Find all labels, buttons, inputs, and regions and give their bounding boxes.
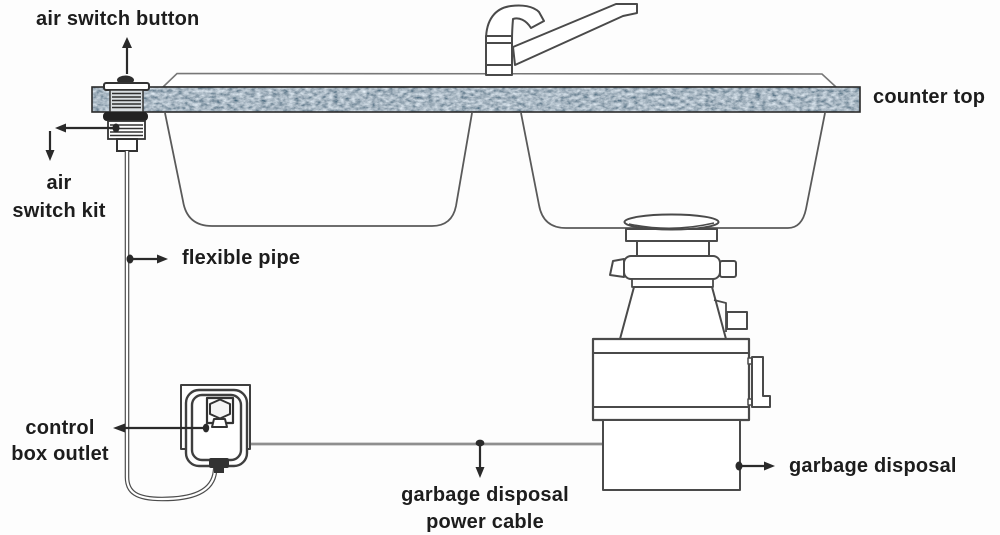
disposal-mount-tab-left xyxy=(609,258,625,278)
air-switch-top-plate xyxy=(103,82,150,91)
disposal-dishwasher-inlet xyxy=(726,311,748,330)
sink-bowl-right xyxy=(520,112,826,229)
label-control-box-line2: box outlet xyxy=(11,443,109,465)
control-box xyxy=(180,384,251,473)
disposal-sink-flange xyxy=(625,228,718,242)
arrow-garbage-disposal xyxy=(735,461,775,471)
label-power-cable-line1: garbage disposal xyxy=(401,484,569,506)
arrow-air-switch-button xyxy=(122,37,132,74)
air-switch-assembly xyxy=(103,75,150,152)
sink-bowl-left xyxy=(164,112,473,227)
counter-granite-texture xyxy=(92,87,860,112)
garbage-disposal-unit xyxy=(591,213,771,491)
air-switch-through-body xyxy=(109,89,144,113)
arrow-air-switch-kit xyxy=(45,123,120,161)
disposal-flange-rim xyxy=(623,213,720,231)
faucet-handle xyxy=(512,3,638,66)
sink xyxy=(164,112,826,229)
disposal-side-bracket xyxy=(751,356,771,408)
air-switch-hose-nipple xyxy=(116,138,138,152)
label-control-box-outlet: control box outlet xyxy=(0,415,120,467)
flexible-pipe xyxy=(124,151,219,502)
label-counter-top: counter top xyxy=(873,86,986,108)
arrow-power-cable xyxy=(475,439,485,478)
label-air-switch-kit: air switch kit xyxy=(0,169,118,225)
faucet xyxy=(485,3,638,76)
label-garbage-disposal: garbage disposal xyxy=(789,455,957,477)
disposal-lower-housing xyxy=(602,419,741,491)
faucet-base xyxy=(485,35,513,76)
disposal-mount-ring xyxy=(623,255,721,280)
label-flexible-pipe: flexible pipe xyxy=(182,247,301,269)
power-cable xyxy=(217,428,603,446)
label-power-cable-line2: power cable xyxy=(426,511,544,533)
arrow-flexible-pipe xyxy=(126,254,168,264)
faucet-spout xyxy=(485,4,545,41)
counter-top xyxy=(91,72,861,113)
label-control-box-line1: control xyxy=(25,417,95,439)
disposal-mount-tab-right xyxy=(719,260,737,278)
disposal-hopper xyxy=(619,286,727,340)
label-air-switch-button: air switch button xyxy=(36,8,200,30)
label-power-cable: garbage disposal power cable xyxy=(380,482,590,535)
disposal-collar xyxy=(631,278,714,288)
label-air-switch-kit-line1: air xyxy=(46,172,72,194)
disposal-neck xyxy=(636,240,710,257)
outlet-plug xyxy=(211,418,228,428)
callout-arrows xyxy=(45,37,775,478)
label-air-switch-kit-line2: switch kit xyxy=(12,200,106,222)
arrow-control-box-outlet xyxy=(113,423,210,433)
air-switch-locknut xyxy=(103,112,148,121)
control-box-air-connector xyxy=(209,458,229,468)
outlet-socket-hexagon xyxy=(209,398,231,420)
